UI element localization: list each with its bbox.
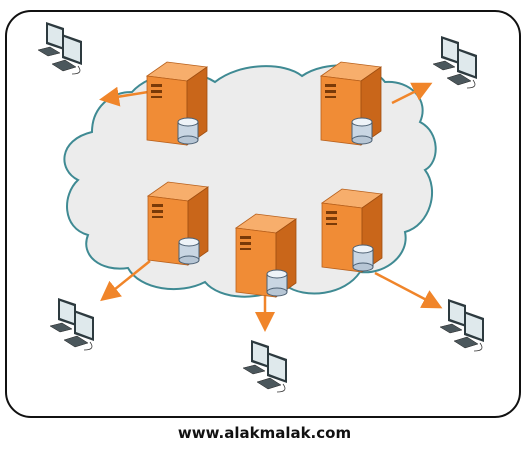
server-mid-left-icon [147,181,209,266]
server-top-left-icon [146,61,208,146]
server-top-right-icon [320,61,382,146]
server-mid-right-icon [321,188,383,273]
client-bottom-right-icon [439,298,485,352]
website-caption: www.alakmalak.com [177,424,352,442]
server-bottom-center-icon [235,213,297,298]
client-top-left-icon [37,21,83,75]
arrow-top-right [391,82,433,105]
arrow-mid-right [374,271,443,309]
client-top-right-icon [432,35,478,89]
client-bottom-center-icon [242,339,288,393]
arrow-top-left [99,86,149,107]
client-bottom-left-icon [49,297,95,351]
arrow-mid-left [100,260,151,302]
